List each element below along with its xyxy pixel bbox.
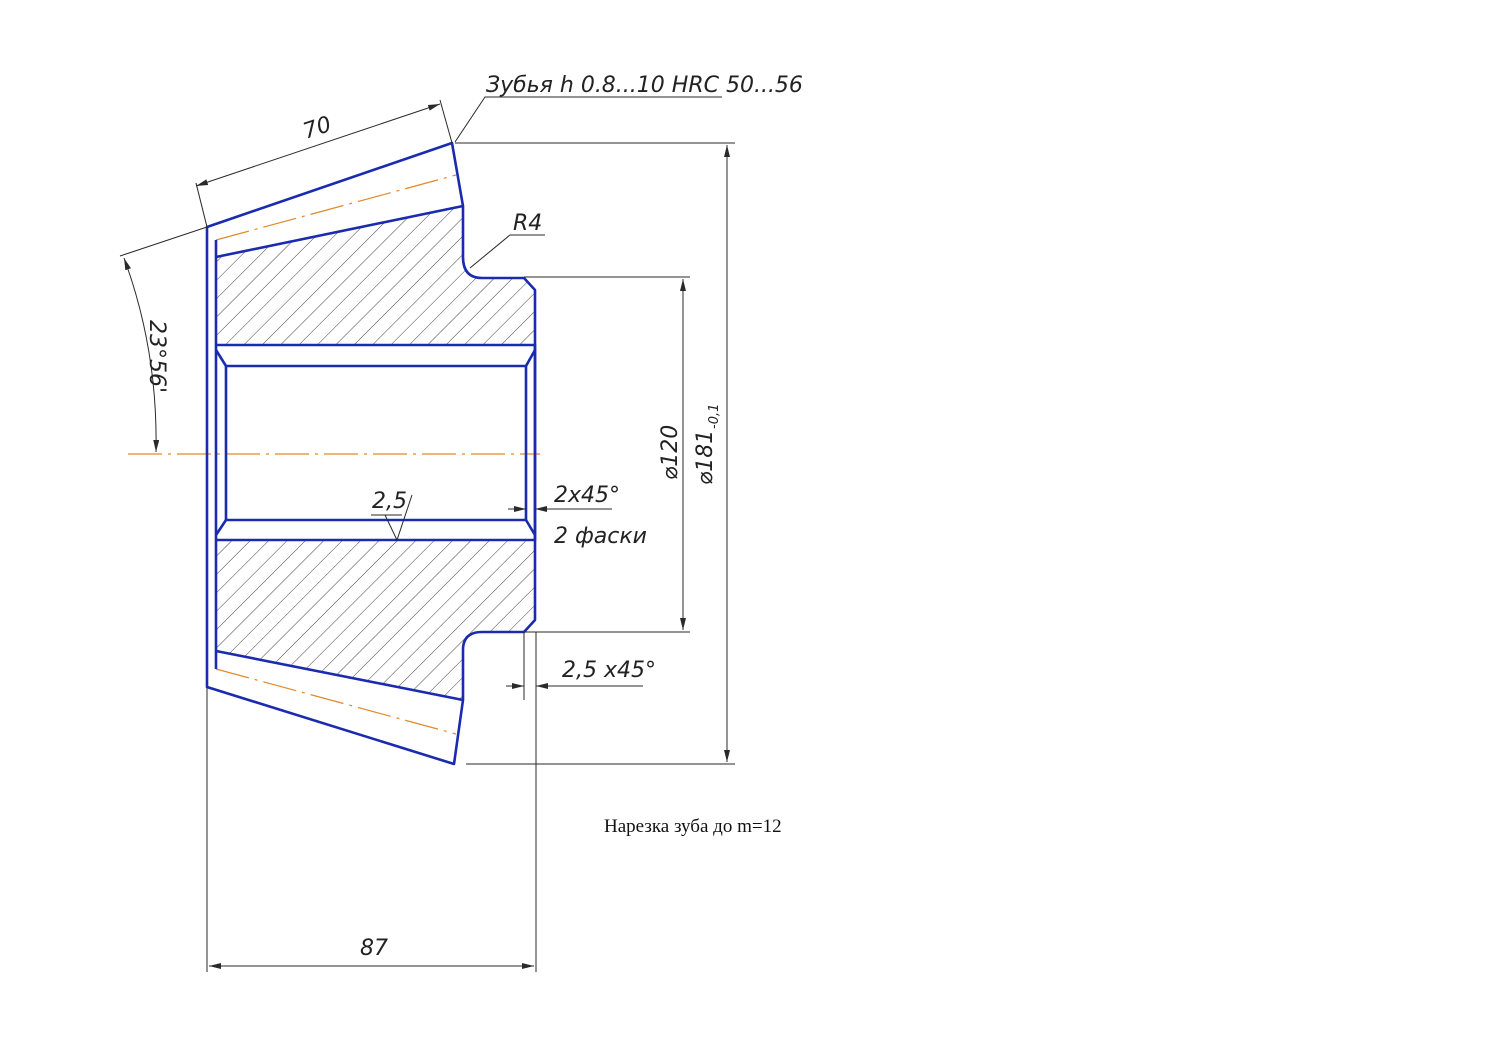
bore-chamfer-note: 2 фаски	[554, 524, 647, 549]
bore-chamfer-right-bottom	[524, 519, 537, 536]
fillet-radius-label: R4	[513, 211, 542, 236]
fillet-leader	[469, 234, 545, 269]
gear-contour	[205, 141, 537, 766]
bore-chamfer-right-top	[524, 349, 537, 367]
lower-section-hatch	[216, 540, 535, 700]
upper-tooth-line	[215, 204, 464, 259]
lower-tooth-line	[215, 649, 464, 702]
svg-text:⌀181: ⌀181	[693, 430, 718, 485]
bore-chamfer-left-bottom	[214, 519, 228, 536]
roughness-symbol	[384, 494, 413, 542]
leader-note-label: Зубья h 0.8...10 HRC 50...56	[486, 73, 803, 98]
cone-angle-arc	[123, 257, 160, 453]
tooth-length-label: 70	[300, 112, 334, 144]
bore-diameter-value: 120	[658, 425, 683, 467]
bore-inner-edge	[224, 364, 528, 522]
outer-diameter-label: ⌀181 -0,1	[693, 404, 722, 485]
cone-angle-label: 23°56'	[144, 320, 169, 393]
dimension-texts: 70 23°56' R4 Зубья h 0.8...10 HRC 50...5…	[144, 73, 803, 961]
outer-diameter-symbol: ⌀	[693, 471, 718, 485]
bore-chamfer-left-top	[214, 349, 228, 367]
bore-diameter-label: ⌀120	[658, 425, 683, 480]
outer-contour	[205, 141, 537, 766]
outer-diameter-value: 181	[693, 430, 718, 472]
hub-chamfer-label: 2,5 х45°	[562, 658, 656, 683]
dimension-lines	[119, 96, 735, 972]
section-hatching	[216, 206, 535, 700]
bore-chamfer-label: 2х45°	[554, 483, 620, 508]
bore-diameter-symbol: ⌀	[658, 466, 683, 480]
footer-note: Нарезка зуба до m=12	[604, 816, 782, 837]
cone-angle-ext	[119, 226, 208, 257]
outer-diameter-tolerance: -0,1	[707, 404, 722, 429]
tooth-length-ext-2	[439, 99, 453, 144]
roughness-label: 2,5	[372, 489, 407, 514]
lower-pitch-line	[215, 668, 457, 735]
tooth-note-leader	[454, 96, 722, 143]
tooth-length-ext-1	[195, 182, 208, 228]
tooth-length-dim-line	[195, 103, 441, 187]
overall-length-label: 87	[360, 936, 388, 961]
svg-text:⌀120: ⌀120	[658, 425, 683, 480]
bore-contour	[216, 343, 537, 542]
